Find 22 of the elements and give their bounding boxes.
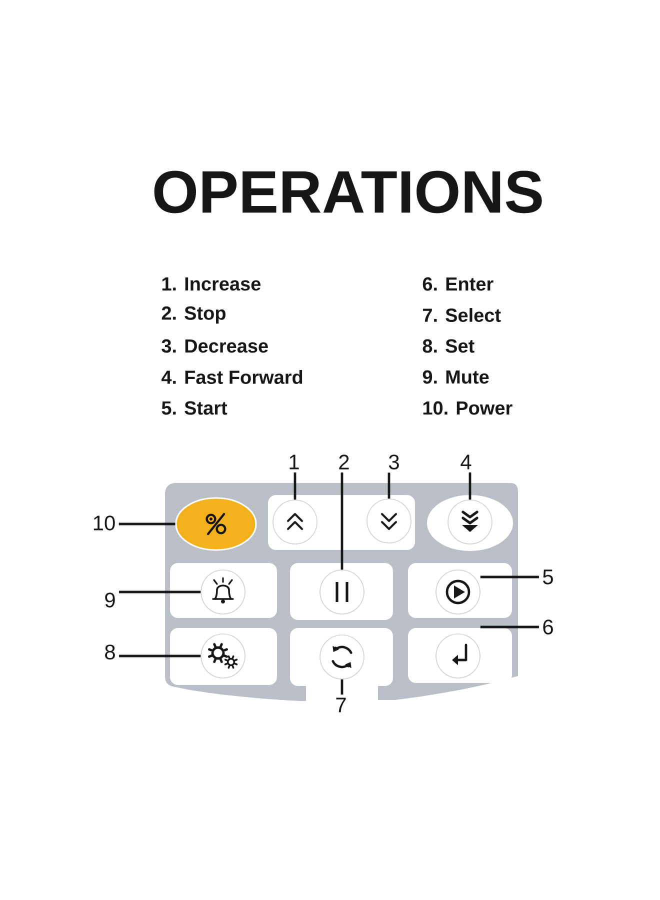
list-item: 5. Start <box>162 401 228 415</box>
callout-number: 7 <box>336 698 346 712</box>
title: OPERATIONS <box>154 170 542 214</box>
callout-number: 2 <box>339 454 349 470</box>
list-item: 6. Enter <box>422 277 494 291</box>
callout-number: 9 <box>105 592 115 608</box>
list-item: 1. Increase <box>162 277 261 291</box>
callout-number: 1 <box>290 454 299 470</box>
callout-number: 3 <box>388 454 399 470</box>
leader-line <box>118 522 176 526</box>
callout-number: 8 <box>105 644 115 660</box>
list-item: 9. Mute <box>422 370 489 384</box>
list-item: 8. Set <box>422 339 474 353</box>
list-item: 7. Select <box>423 308 501 322</box>
callout-number: 10 <box>94 516 115 530</box>
list-item: 3. Decrease <box>162 339 268 353</box>
list-item: 4. Fast Forward <box>161 370 302 384</box>
callout-number: 4 <box>460 454 472 470</box>
list-item: 2. Stop <box>162 306 226 324</box>
callout-number: 5 <box>543 570 553 584</box>
callout-number: 6 <box>543 620 553 634</box>
list-item: 10. Power <box>423 401 512 415</box>
